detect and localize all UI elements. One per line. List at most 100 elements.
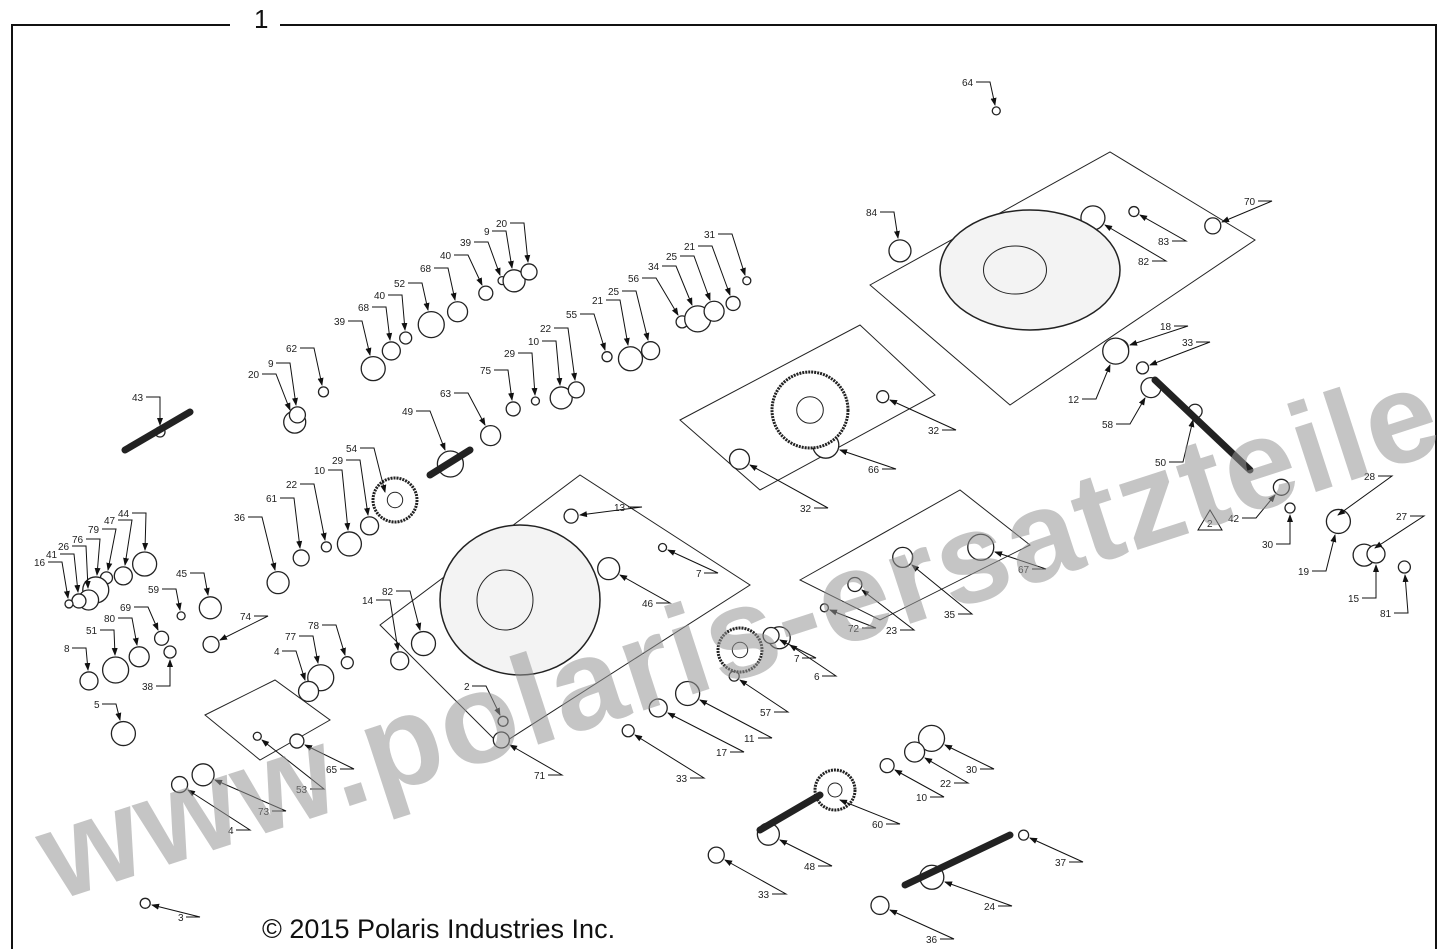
part-shape	[674, 680, 701, 707]
part-shape	[202, 635, 220, 654]
leader-line	[146, 396, 163, 426]
shaft	[1151, 376, 1254, 474]
frame-border	[11, 24, 1437, 949]
leader-line	[376, 599, 400, 651]
callout-label: 57	[760, 708, 772, 719]
part-shape	[410, 630, 437, 657]
leader-line	[1104, 224, 1168, 262]
callout-label: 70	[1244, 197, 1256, 208]
part-shape	[1017, 829, 1030, 841]
shaft	[426, 446, 474, 479]
callout-label: 34	[648, 262, 660, 273]
svg-text:2: 2	[1207, 519, 1213, 530]
leader-line	[372, 306, 393, 341]
part-shape	[198, 596, 222, 620]
leader-line	[304, 744, 355, 770]
callout-label: 22	[940, 779, 952, 790]
leader-line	[1362, 564, 1379, 599]
leader-line	[944, 881, 1013, 907]
callout-label: 84	[866, 208, 878, 219]
part-shape	[567, 381, 585, 399]
part-shape	[1284, 502, 1296, 514]
leader-line	[346, 459, 370, 516]
callout-label: 76	[72, 535, 84, 546]
callout-label: 9	[484, 227, 490, 238]
leader-line	[880, 211, 900, 239]
callout-label: 37	[1055, 858, 1067, 869]
leader-line	[554, 327, 578, 381]
callout-label: 14	[362, 596, 374, 607]
leader-line	[976, 81, 997, 106]
part-shape	[1397, 560, 1412, 574]
leader-line	[416, 410, 446, 451]
gear-icon	[716, 626, 764, 674]
leader-line	[322, 624, 346, 656]
callout-label: 68	[420, 264, 432, 275]
callout-label: 7	[696, 569, 702, 580]
leader-line	[118, 617, 139, 646]
part-shape	[128, 646, 150, 668]
part-shape	[170, 775, 189, 794]
leader-line	[472, 685, 501, 716]
callout-label: 21	[592, 296, 604, 307]
leader-line	[396, 590, 422, 631]
shaft	[121, 408, 194, 454]
leader-line	[749, 464, 829, 509]
callout-label: 28	[1364, 472, 1376, 483]
part-shape	[549, 386, 573, 410]
part-shape	[1102, 337, 1130, 365]
callout-label: 23	[886, 626, 898, 637]
callout-label: 43	[132, 393, 144, 404]
leader-line	[102, 703, 122, 721]
part-shape	[292, 549, 310, 567]
leader-line	[328, 469, 351, 531]
callout-label: 54	[346, 444, 358, 455]
callout-label: 31	[704, 230, 716, 241]
leader-line	[889, 399, 957, 431]
leaders	[48, 81, 1426, 940]
part-shape	[502, 269, 526, 293]
callout-label: 3	[178, 913, 184, 924]
callout-label: 78	[308, 621, 320, 632]
part-shape	[657, 542, 668, 553]
callout-label: 36	[234, 513, 246, 524]
part-shape	[497, 715, 509, 727]
callout-label: 49	[402, 407, 414, 418]
callout-label: 7	[794, 654, 800, 665]
part-shape	[563, 508, 579, 524]
callout-label: 38	[142, 682, 154, 693]
callout-label: 6	[814, 672, 820, 683]
callout-label: 24	[984, 902, 996, 913]
callout-label: 2	[464, 682, 470, 693]
callout-label: 58	[1102, 420, 1114, 431]
part-shape	[64, 599, 74, 609]
callout-label: 4	[274, 647, 280, 658]
callout-label: 21	[684, 242, 696, 253]
callout-label: 42	[1228, 514, 1240, 525]
callout-label: 45	[176, 569, 188, 580]
part-shape	[359, 516, 380, 536]
callout-label: 41	[46, 550, 58, 561]
leader-line	[1337, 475, 1394, 516]
leader-line	[542, 340, 563, 386]
callout-label: 67	[1018, 565, 1030, 576]
callout-label: 9	[268, 359, 274, 370]
part-shape	[648, 698, 668, 718]
callout-label: 60	[872, 820, 884, 831]
part-shape	[340, 656, 354, 670]
gear-icon	[371, 476, 419, 524]
leader-line	[510, 222, 531, 263]
leader-line	[1169, 419, 1195, 463]
leader-line	[839, 799, 901, 825]
callout-label: 72	[848, 624, 860, 635]
part-shape	[819, 603, 830, 613]
part-shape	[888, 239, 912, 263]
callout-label: 26	[58, 542, 70, 553]
part-shape	[153, 630, 170, 646]
part-shape	[381, 341, 401, 361]
part-shape	[762, 626, 780, 645]
part-shape	[1135, 361, 1150, 375]
leader-line	[454, 254, 483, 286]
leader-line	[360, 447, 387, 493]
